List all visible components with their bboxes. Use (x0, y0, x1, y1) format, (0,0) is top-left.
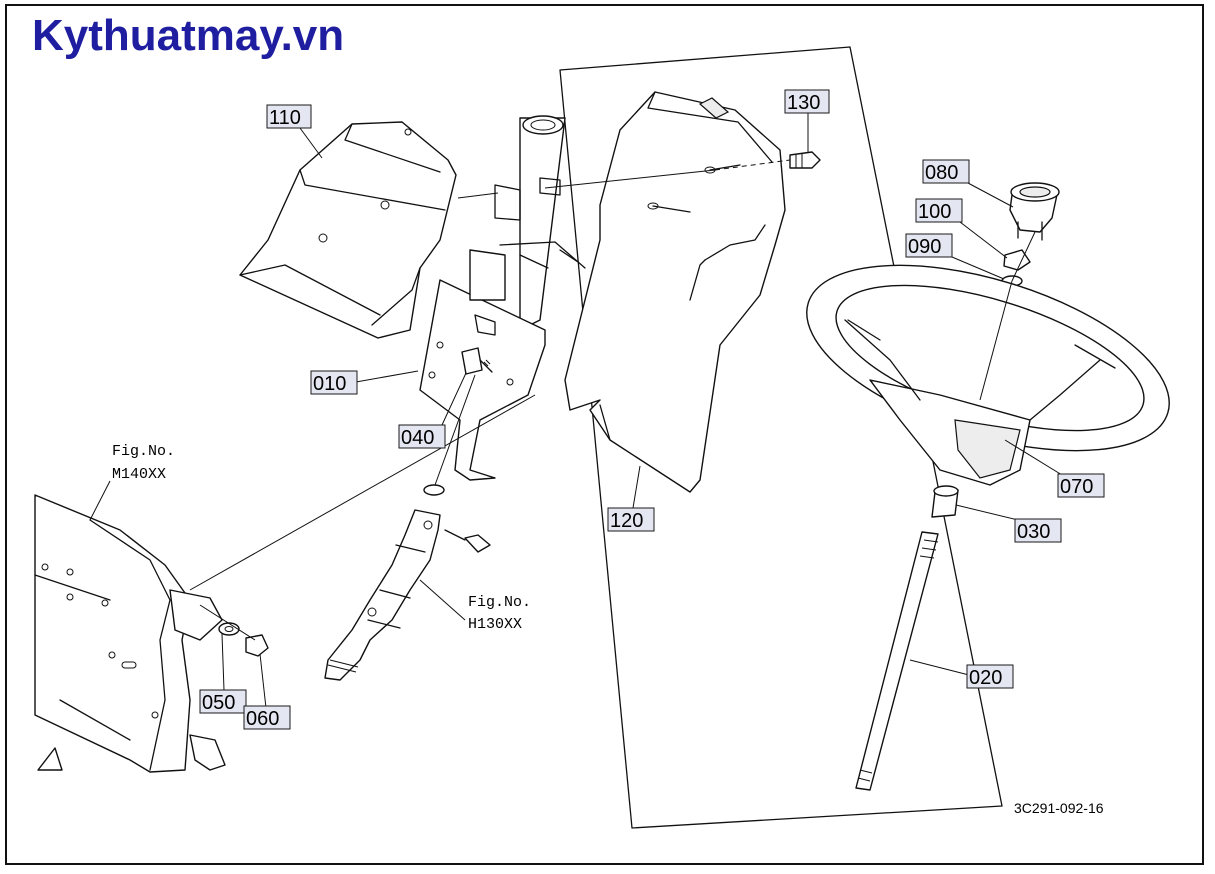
part-label-090: 090 (905, 233, 953, 258)
sub-assembly-outline (559, 46, 1003, 829)
upper-cover-110 (239, 121, 457, 339)
part-label-020: 020 (966, 664, 1014, 689)
joint-bolt-line (444, 529, 466, 541)
svg-text:070: 070 (1060, 476, 1093, 498)
svg-text:100: 100 (918, 201, 951, 223)
bolt-040 (461, 347, 493, 375)
part-label-010: 010 (310, 370, 358, 395)
nut-060 (245, 634, 269, 657)
part-label-030: 030 (1014, 518, 1062, 543)
column-bracket-010 (419, 115, 586, 481)
svg-text:120: 120 (610, 510, 643, 532)
svg-text:110: 110 (269, 107, 301, 129)
svg-text:040: 040 (401, 427, 434, 449)
column-cover-120 (564, 91, 786, 493)
svg-text:080: 080 (925, 162, 958, 184)
svg-text:010: 010 (313, 373, 346, 395)
svg-text:030: 030 (1017, 521, 1050, 543)
part-label-040: 040 (398, 424, 446, 449)
universal-joint (324, 509, 441, 681)
svg-text:050: 050 (202, 692, 235, 714)
svg-text:Fig.No.: Fig.No. (112, 443, 175, 460)
svg-text:Fig.No.: Fig.No. (468, 594, 531, 611)
figure-ref-m140xx: Fig.No. M140XX (112, 443, 175, 483)
svg-text:020: 020 (969, 667, 1002, 689)
nut-100 (1003, 249, 1031, 271)
washer-050-hole (224, 626, 234, 632)
assembly-lines (189, 159, 1036, 641)
svg-text:060: 060 (246, 708, 279, 730)
dashboard-frame (34, 494, 226, 773)
washer-under-040 (423, 484, 445, 496)
diagram-code: 3C291-092-16 (1014, 800, 1104, 816)
leader-lines (89, 112, 1063, 709)
part-label-100: 100 (915, 198, 963, 223)
part-label-110: 110 (266, 104, 312, 129)
part-label-070: 070 (1057, 473, 1105, 498)
steering-wheel-070 (806, 264, 1170, 486)
figure-ref-h130xx: Fig.No. H130XX (468, 594, 531, 633)
part-label-120: 120 (607, 507, 655, 532)
part-label-050: 050 (199, 689, 247, 714)
svg-text:130: 130 (787, 92, 820, 114)
joint-bolt (464, 534, 491, 553)
part-label-060: 060 (243, 705, 291, 730)
horn-button-080 (1009, 182, 1060, 241)
washer-050 (218, 622, 240, 636)
diagram-frame (5, 4, 1204, 865)
screw-130 (789, 151, 821, 169)
svg-text:090: 090 (908, 236, 941, 258)
bushing-030 (931, 485, 959, 518)
brand-watermark: Kythuatmay.vn (32, 11, 344, 60)
part-label-130: 130 (784, 89, 830, 114)
svg-text:H130XX: H130XX (468, 616, 522, 633)
part-label-080: 080 (922, 159, 970, 184)
steering-shaft-020 (855, 531, 939, 791)
svg-text:M140XX: M140XX (112, 466, 166, 483)
